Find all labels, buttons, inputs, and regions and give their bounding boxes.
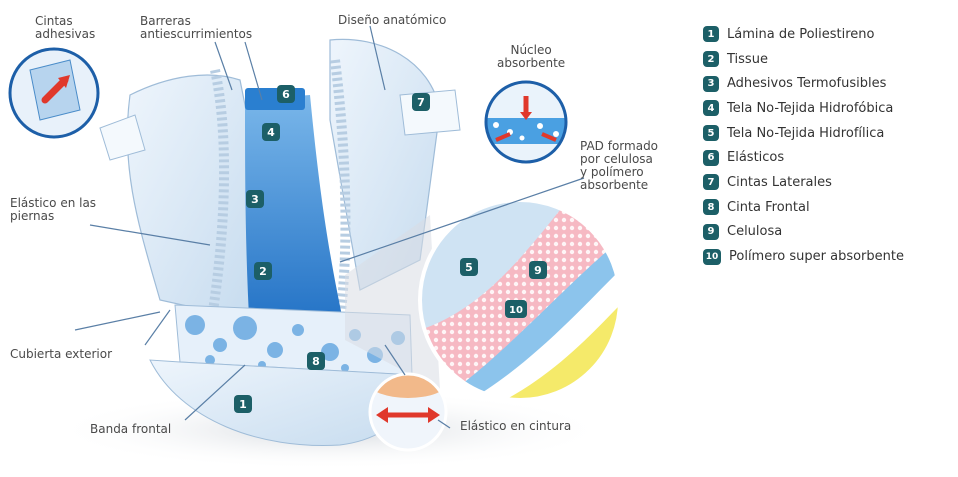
legend-item: 3 Adhesivos Termofusibles (703, 71, 904, 96)
badge-9: 9 (529, 261, 547, 279)
callout-cintas-adhesivas: Cintas adhesivas (35, 15, 95, 41)
callout-line: Cintas (35, 14, 73, 28)
zoom-cone (345, 215, 440, 390)
callout-line: piernas (10, 209, 55, 223)
callout-line: por celulosa (580, 152, 653, 166)
waist-zoom (370, 374, 446, 450)
callout-line: absorbente (497, 56, 566, 70)
callout-line: Núcleo (510, 43, 552, 57)
badge-10: 10 (505, 300, 527, 318)
badge-5: 5 (460, 258, 478, 276)
legend-item: 5 Tela No-Tejida Hidrofílica (703, 121, 904, 146)
svg-text:1: 1 (239, 398, 247, 411)
callout-cubierta: Cubierta exterior (10, 348, 112, 361)
badge-3: 3 (246, 190, 264, 208)
callout-line: Banda frontal (90, 422, 172, 436)
legend-label: Adhesivos Termofusibles (727, 76, 887, 92)
tape-zoom-ring (8, 47, 100, 139)
callout-line: Cubierta exterior (10, 347, 113, 361)
legend-item: 6 Elásticos (703, 145, 904, 170)
svg-text:6: 6 (282, 88, 290, 101)
legend-label: Celulosa (727, 224, 783, 240)
svg-text:3: 3 (251, 193, 259, 206)
diaper-badges: 6 4 3 2 7 8 1 (234, 85, 430, 413)
legend-label: Polímero super absorbente (729, 249, 904, 265)
callout-line: absorbente (580, 178, 649, 192)
svg-text:2: 2 (259, 265, 267, 278)
callout-line: Diseño anatómico (338, 13, 447, 27)
svg-text:10: 10 (509, 305, 523, 316)
legend-badge: 7 (703, 174, 719, 191)
legend-badge: 4 (703, 100, 719, 117)
legend-item: 2 Tissue (703, 47, 904, 72)
legend-item: 7 Cintas Laterales (703, 170, 904, 195)
callout-line: Elástico en cintura (460, 419, 572, 433)
waist-zoom-ring (368, 372, 448, 452)
callout-line: PAD formado (580, 139, 659, 153)
core-zoom (486, 82, 566, 162)
callout-line: Elástico en las (10, 196, 97, 210)
legend-item: 4 Tela No-Tejida Hidrofóbica (703, 96, 904, 121)
callout-line: Barreras (140, 14, 191, 28)
svg-text:7: 7 (417, 96, 425, 109)
legend-label: Elásticos (727, 150, 785, 166)
callout-line: y polímero (580, 165, 644, 179)
legend-item: 9 Celulosa (703, 220, 904, 245)
legend-badge: 3 (703, 75, 719, 92)
legend-badge: 5 (703, 125, 719, 142)
callout-pad: PAD formado por celulosa y polímero abso… (580, 140, 658, 192)
callout-barreras: Barreras antiescurrimientos (140, 15, 252, 41)
legend-badge: 9 (703, 223, 719, 240)
legend-badge: 6 (703, 149, 719, 166)
callout-cintura: Elástico en cintura (460, 420, 571, 433)
legend: 1 Lámina de Poliestireno 2 Tissue 3 Adhesiv… (703, 22, 904, 269)
zoom-badges: 5 9 10 (460, 258, 547, 318)
tape-zoom (10, 49, 98, 137)
legend-label: Cintas Laterales (727, 174, 832, 190)
legend-label: Tela No-Tejida Hidrofóbica (727, 100, 894, 116)
callout-diseno: Diseño anatómico (338, 14, 446, 27)
legend-badge: 10 (703, 248, 721, 265)
left-tape (99, 114, 146, 161)
badge-8: 8 (307, 352, 325, 370)
legend-label: Lámina de Poliestireno (727, 26, 875, 42)
legend-badge: 1 (703, 26, 719, 43)
core-zoom-ring (484, 80, 568, 164)
top-elastic-band (245, 88, 305, 110)
right-leg-elastic (330, 59, 351, 321)
callout-elastico-piernas: Elástico en las piernas (10, 197, 96, 223)
badge-4: 4 (262, 123, 280, 141)
legend-label: Cinta Frontal (727, 199, 810, 215)
badge-7: 7 (412, 93, 430, 111)
callout-nucleo: Núcleo absorbente (497, 44, 565, 70)
badge-1: 1 (234, 395, 252, 413)
legend-item: 10 Polímero super absorbente (703, 244, 904, 269)
legend-item: 1 Lámina de Poliestireno (703, 22, 904, 47)
leader-lines (74, 25, 585, 429)
badge-6: 6 (277, 85, 295, 103)
absorbent-core (245, 95, 345, 335)
callout-line: adhesivas (35, 27, 96, 41)
svg-text:9: 9 (534, 264, 542, 277)
legend-label: Tela No-Tejida Hidrofílica (727, 125, 885, 141)
diaper-left-wing (126, 74, 251, 321)
svg-text:5: 5 (465, 261, 473, 274)
svg-text:4: 4 (267, 126, 275, 139)
callout-banda: Banda frontal (90, 423, 171, 436)
legend-badge: 8 (703, 199, 719, 216)
legend-label: Tissue (727, 51, 768, 67)
svg-text:8: 8 (312, 355, 320, 368)
callout-line: antiescurrimientos (140, 27, 253, 41)
right-tape (399, 89, 461, 136)
legend-badge: 2 (703, 51, 719, 68)
legend-item: 8 Cinta Frontal (703, 195, 904, 220)
badge-2: 2 (254, 262, 272, 280)
